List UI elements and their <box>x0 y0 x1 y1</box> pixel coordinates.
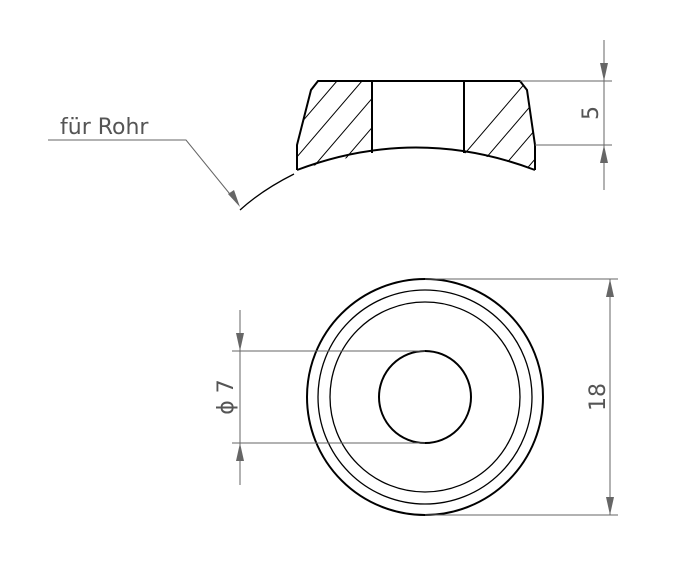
pipe-seat-arc <box>296 146 536 171</box>
height-dimension: 5 <box>520 40 612 190</box>
pipe-label: für Rohr <box>60 115 149 140</box>
bore-circle <box>378 350 472 444</box>
bore-dimension-text: ϕ 7 <box>214 379 239 415</box>
chamfer-circle <box>317 289 533 505</box>
outer-dimension: 18 <box>425 278 618 516</box>
bore-dimension: ϕ 7 <box>214 310 425 485</box>
height-dimension-text: 5 <box>579 106 604 120</box>
pipe-leader-arrow <box>228 190 240 207</box>
pipe-leader-line <box>48 139 239 205</box>
top-view: 18 ϕ 7 <box>214 278 618 516</box>
outer-circle <box>306 278 544 516</box>
section-outline <box>296 80 536 170</box>
seat-circle <box>329 301 521 493</box>
outer-dimension-text: 18 <box>586 383 611 411</box>
pipe-arc <box>239 173 295 211</box>
section-view: für Rohr 5 <box>48 40 612 211</box>
